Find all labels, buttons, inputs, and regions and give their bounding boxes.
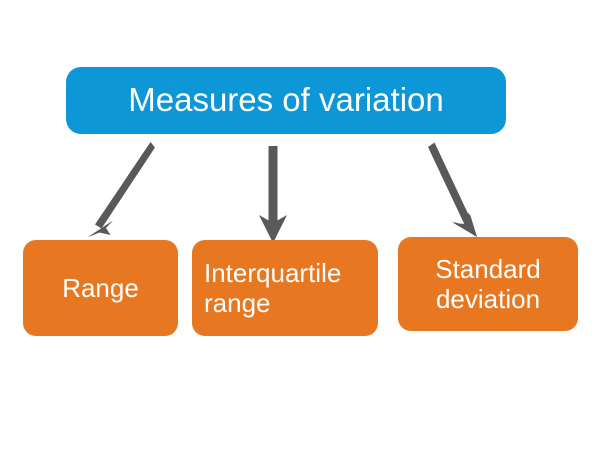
arrow-to-range-icon [88, 142, 155, 237]
node-interquartile-range-label: Interquartile range [204, 257, 342, 318]
node-standard-deviation-label: Standard deviation [435, 253, 541, 314]
arrow-to-standard-deviation-icon [428, 142, 477, 237]
node-measures-of-variation[interactable]: Measures of variation [66, 67, 506, 134]
node-interquartile-range[interactable]: Interquartile range [192, 240, 378, 336]
node-range[interactable]: Range [23, 240, 178, 336]
node-standard-deviation[interactable]: Standard deviation [398, 237, 578, 331]
node-measures-of-variation-label: Measures of variation [128, 81, 444, 119]
node-range-label: Range [62, 272, 139, 303]
arrow-to-interquartile-range-icon [259, 146, 287, 243]
